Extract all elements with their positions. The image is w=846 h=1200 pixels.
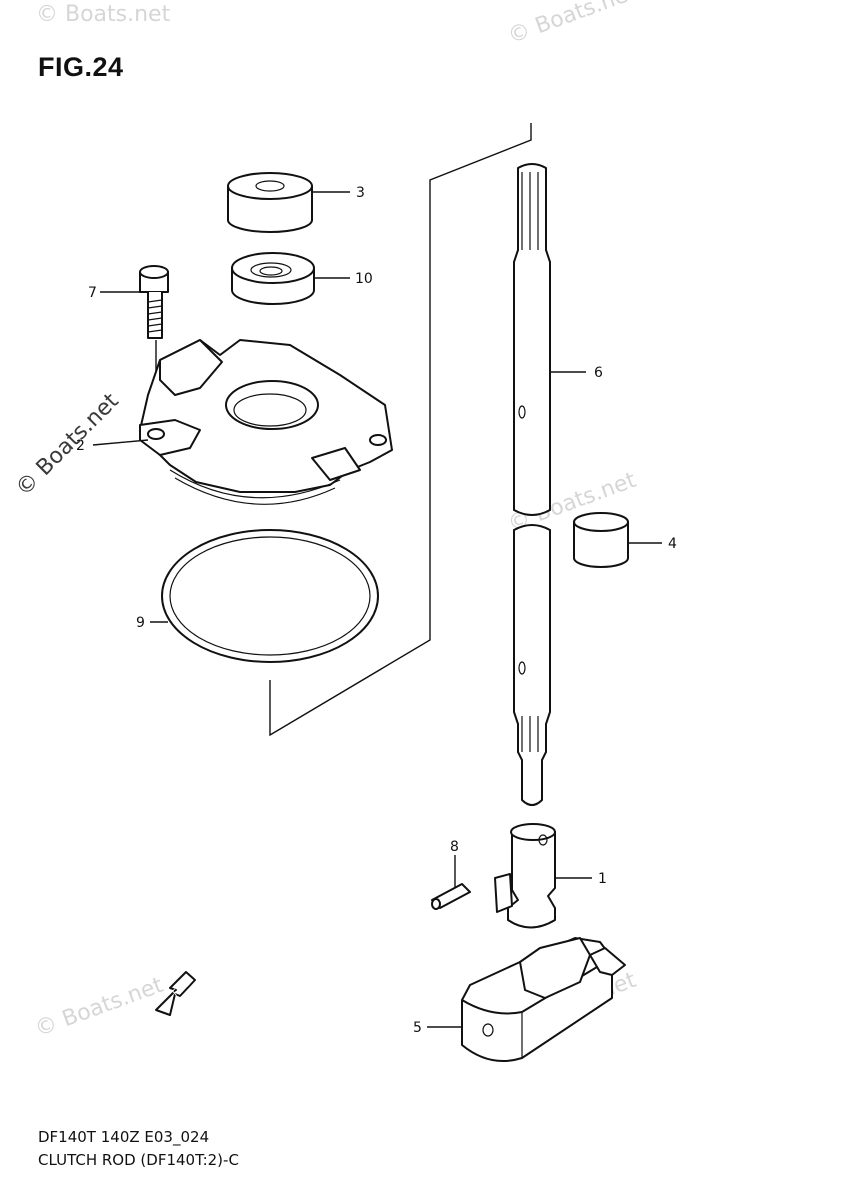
part-8-pin[interactable]: [431, 883, 471, 910]
callout-2: 2: [76, 438, 85, 454]
callout-4: 4: [668, 536, 677, 552]
diagram-caption: CLUTCH ROD (DF140T:2)-C: [38, 1151, 239, 1169]
figure-title: FIG.24: [38, 52, 124, 82]
diagram-footer: DF140T 140Z E03_024 CLUTCH ROD (DF140T:2…: [38, 1126, 239, 1172]
callout-10: 10: [355, 271, 373, 287]
callout-1: 1: [598, 871, 607, 887]
part-9-o-ring[interactable]: [161, 529, 379, 663]
diagram-code: DF140T 140Z E03_024: [38, 1128, 210, 1146]
callout-7: 7: [88, 285, 97, 301]
part-4-bush[interactable]: [573, 512, 629, 568]
assembly-bracket: [269, 123, 532, 737]
part-3-bushing[interactable]: [227, 172, 313, 233]
part-10-oil-seal[interactable]: [231, 252, 315, 305]
callout-5: 5: [413, 1020, 422, 1036]
callout-3: 3: [356, 185, 365, 201]
watermark-top-left: © Boats.net: [36, 2, 171, 27]
part-5-clutch-cam[interactable]: [461, 937, 626, 1062]
callout-9: 9: [136, 615, 145, 631]
fwd-arrow-icon: FWD: [155, 971, 196, 1016]
part-1-clutch-shifter[interactable]: [494, 823, 556, 929]
part-2-clutch-housing[interactable]: [139, 339, 393, 505]
part-6-clutch-rod[interactable]: [513, 163, 551, 806]
callout-8: 8: [450, 839, 459, 855]
leader-2: [92, 439, 149, 446]
callout-6: 6: [594, 365, 603, 381]
